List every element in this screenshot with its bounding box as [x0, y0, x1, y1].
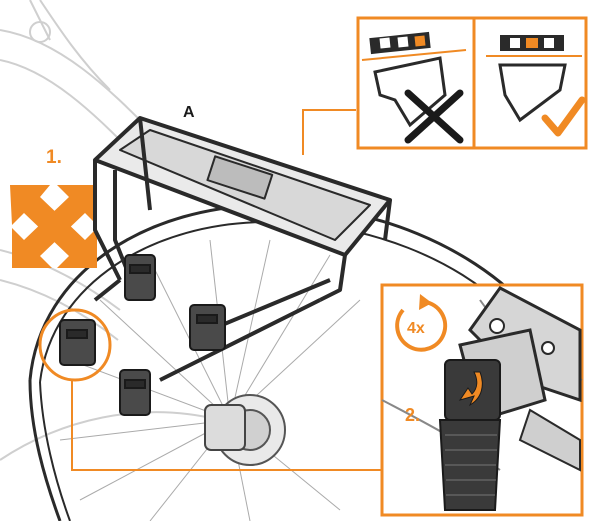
- part-label-a: A: [183, 104, 195, 121]
- mounting-clamps: [59, 254, 226, 416]
- clamp-highlight-circle: [38, 308, 112, 382]
- bike-rack: [93, 116, 392, 382]
- four-way-arrow-icon: [10, 185, 97, 268]
- press-arrow-icon: [458, 371, 483, 407]
- correct-orientation-panel: [486, 35, 586, 137]
- rear-wheel: [28, 203, 522, 521]
- cross-mark-icon: [404, 89, 464, 144]
- step-2-label: 2.: [405, 405, 421, 425]
- rotate-arrow-icon: [395, 300, 448, 352]
- rotation-count-label: 4x: [407, 320, 425, 337]
- bike-frame-outline: [0, 0, 221, 461]
- wrong-orientation-panel: [361, 31, 467, 144]
- orientation-callout: [356, 16, 588, 150]
- check-mark-icon: [541, 96, 586, 137]
- step-1-label: 1.: [46, 147, 62, 168]
- tightening-callout: [380, 283, 584, 517]
- callout-connectors: [71, 109, 382, 471]
